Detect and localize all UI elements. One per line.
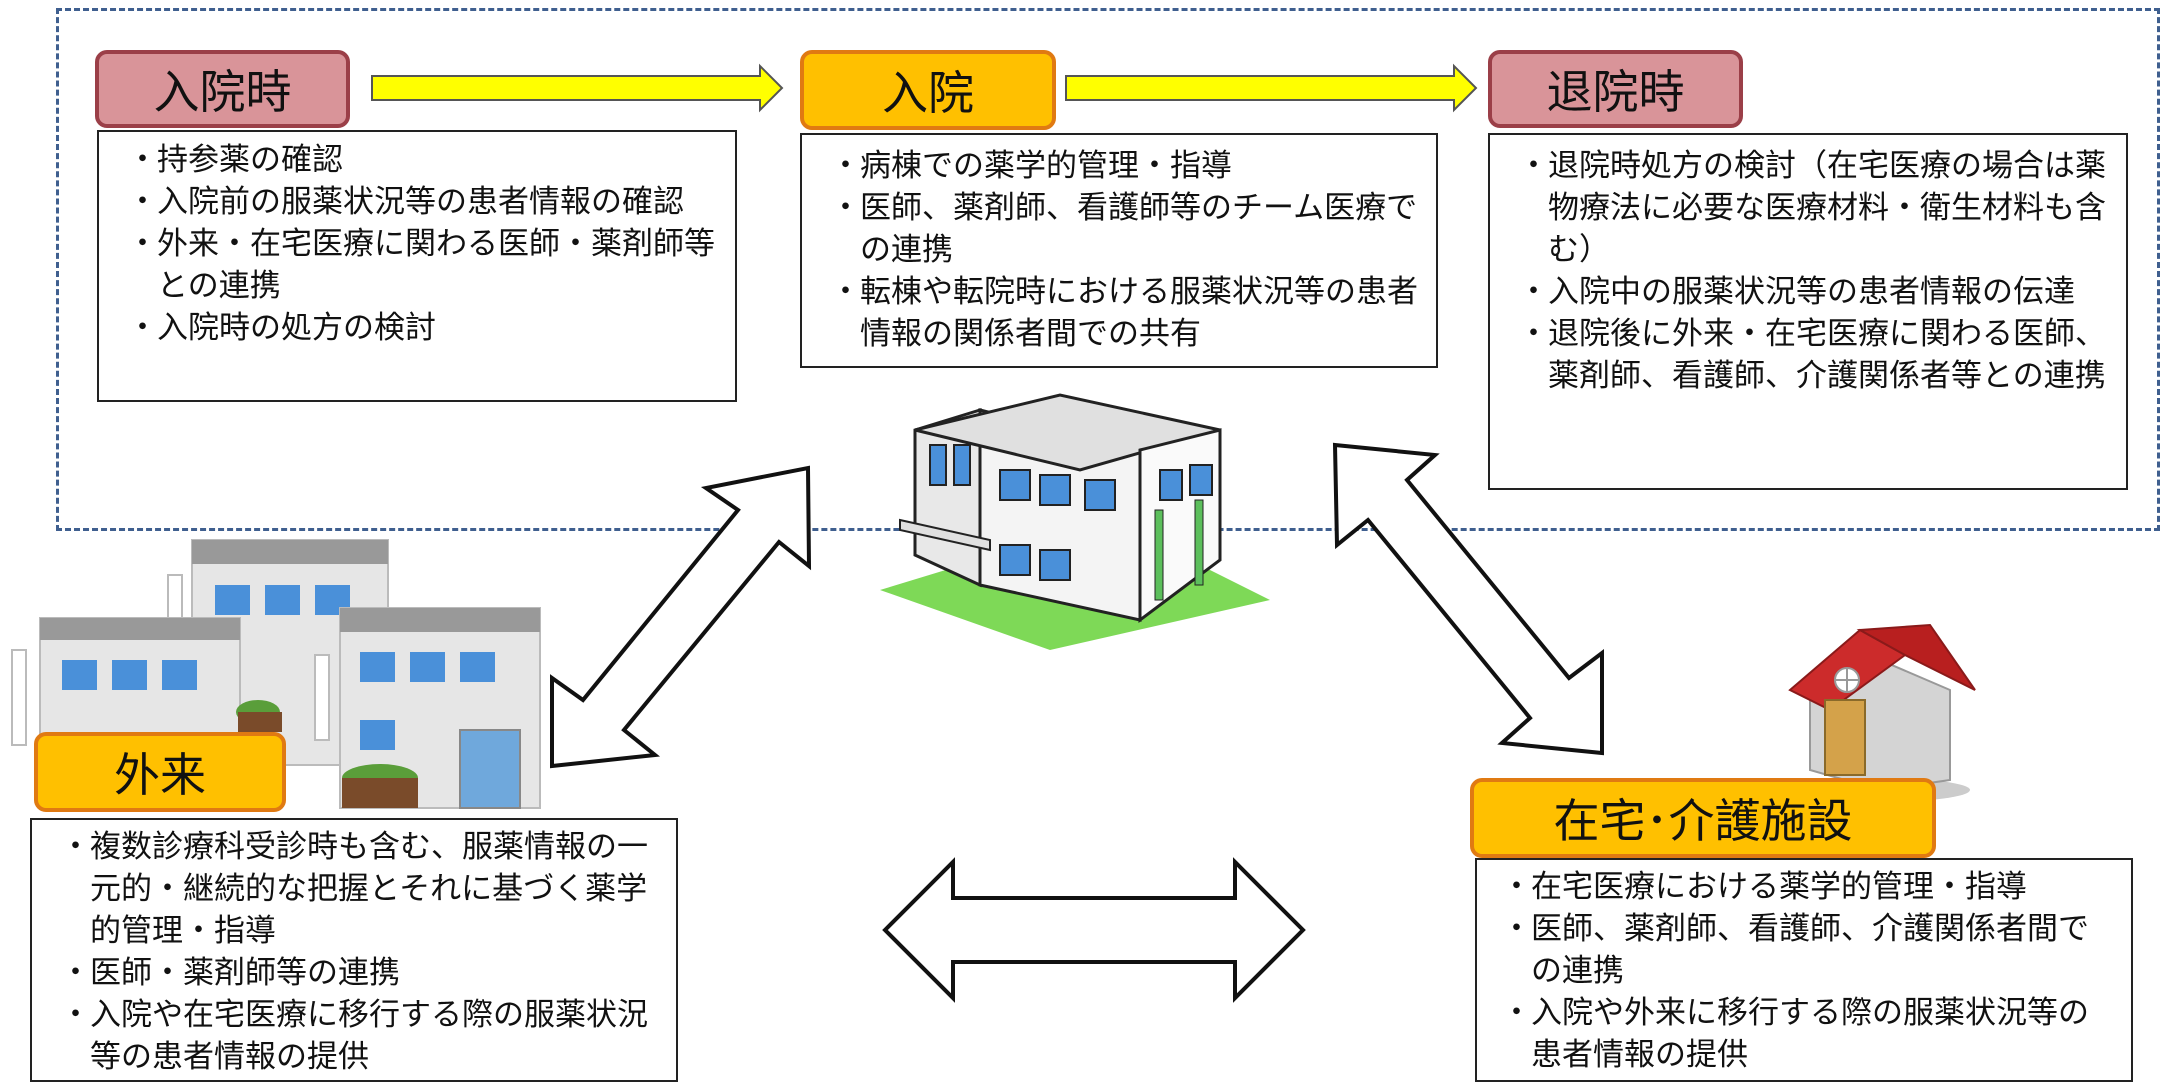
list-item: 医師、薬剤師、看護師等のチーム医療での連携 — [822, 187, 1422, 271]
list-item: 医師、薬剤師、看護師、介護関係者間での連携 — [1493, 908, 2119, 992]
double-headed-arrow-icon-hospital-home — [1332, 442, 1604, 756]
list-item: 転棟や転院時における服薬状況等の患者情報の関係者間での共有 — [822, 271, 1422, 355]
discharge-time-list: 退院時処方の検討（在宅医療の場合は薬物療法に必要な医療材料・衛生材料も含む） 入… — [1510, 145, 2112, 397]
stage-label-hospitalization: 入院 — [800, 50, 1056, 130]
stage-box-hospitalization: 病棟での薬学的管理・指導 医師、薬剤師、看護師等のチーム医療での連携 転棟や転院… — [800, 133, 1438, 368]
list-item: 入院前の服薬状況等の患者情報の確認 — [119, 181, 719, 223]
stage-label-text: 在宅･介護施設 — [1553, 794, 1853, 848]
stage-box-admission-time: 持参薬の確認 入院前の服薬状況等の患者情報の確認 外来・在宅医療に関わる医師・薬… — [97, 130, 737, 402]
stage-box-outpatient: 複数診療科受診時も含む、服薬情報の一元的・継続的な把握とそれに基づく薬学的管理・… — [30, 818, 678, 1082]
house-icon — [1788, 623, 1976, 802]
double-headed-arrow-icon-outpatient-home — [882, 857, 1306, 1003]
stage-label-text: 外来 — [114, 748, 206, 802]
clinic-buildings-icon — [11, 539, 541, 809]
list-item: 複数診療科受診時も含む、服薬情報の一元的・継続的な把握とそれに基づく薬学的管理・… — [52, 826, 664, 952]
admission-time-list: 持参薬の確認 入院前の服薬状況等の患者情報の確認 外来・在宅医療に関わる医師・薬… — [119, 139, 719, 349]
list-item: 入院時の処方の検討 — [119, 307, 719, 349]
outpatient-list: 複数診療科受診時も含む、服薬情報の一元的・継続的な把握とそれに基づく薬学的管理・… — [52, 826, 664, 1078]
hospital-building-icon — [880, 393, 1270, 650]
stage-label-discharge-time: 退院時 — [1488, 50, 1743, 128]
home-care-list: 在宅医療における薬学的管理・指導 医師、薬剤師、看護師、介護関係者間での連携 入… — [1493, 866, 2119, 1076]
stage-label-home-care: 在宅･介護施設 — [1470, 778, 1936, 858]
stage-box-discharge-time: 退院時処方の検討（在宅医療の場合は薬物療法に必要な医療材料・衛生材料も含む） 入… — [1488, 133, 2128, 490]
stage-label-outpatient: 外来 — [34, 732, 286, 812]
list-item: 持参薬の確認 — [119, 139, 719, 181]
list-item: 退院時処方の検討（在宅医療の場合は薬物療法に必要な医療材料・衛生材料も含む） — [1510, 145, 2112, 271]
stage-label-text: 入院時 — [153, 65, 292, 119]
list-item: 入院や在宅医療に移行する際の服薬状況等の患者情報の提供 — [52, 994, 664, 1078]
list-item: 退院後に外来・在宅医療に関わる医師、薬剤師、看護師、介護関係者等との連携 — [1510, 313, 2112, 397]
list-item: 入院や外来に移行する際の服薬状況等の患者情報の提供 — [1493, 992, 2119, 1076]
flow-arrow-hospitalization-to-discharge — [1065, 63, 1478, 113]
stage-label-admission-time: 入院時 — [95, 50, 350, 128]
list-item: 在宅医療における薬学的管理・指導 — [1493, 866, 2119, 908]
stage-label-text: 退院時 — [1546, 65, 1685, 119]
stage-box-home-care: 在宅医療における薬学的管理・指導 医師、薬剤師、看護師、介護関係者間での連携 入… — [1475, 858, 2133, 1082]
list-item: 病棟での薬学的管理・指導 — [822, 145, 1422, 187]
hospitalization-list: 病棟での薬学的管理・指導 医師、薬剤師、看護師等のチーム医療での連携 転棟や転院… — [822, 145, 1422, 355]
double-headed-arrow-icon-outpatient-hospital — [550, 465, 812, 769]
stage-label-text: 入院 — [882, 66, 974, 120]
flow-arrow-admission-to-hospitalization — [371, 63, 784, 113]
list-item: 入院中の服薬状況等の患者情報の伝達 — [1510, 271, 2112, 313]
list-item: 医師・薬剤師等の連携 — [52, 952, 664, 994]
list-item: 外来・在宅医療に関わる医師・薬剤師等との連携 — [119, 223, 719, 307]
